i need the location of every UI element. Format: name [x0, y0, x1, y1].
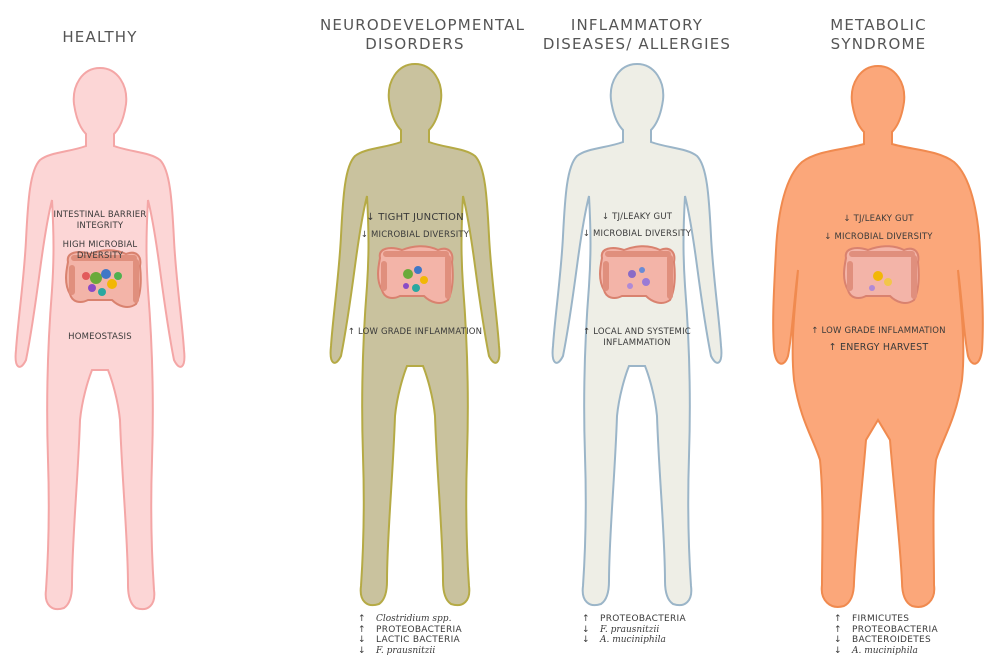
annotation: ↓ TIGHT JUNCTION: [320, 212, 510, 223]
annotation: HIGH MICROBIAL: [0, 240, 200, 251]
bacteria-legend: ↑Clostridium spp. ↑PROTEOBACTERIA ↓LACTI…: [358, 614, 462, 656]
panel-inflammatory: INFLAMMATORY DISEASES/ ALLERGIES ↓ TJ/LE…: [542, 0, 732, 666]
annotation: ↑ LOW GRADE INFLAMMATION: [766, 326, 991, 337]
legend-row: ↓A. muciniphila: [582, 635, 686, 646]
annotation: HOMEOSTASIS: [0, 332, 200, 343]
annotation: INFLAMMATION: [542, 338, 732, 349]
legend-text: A. muciniphila: [600, 635, 666, 645]
legend-text: BACTEROIDETES: [852, 635, 931, 645]
legend-row: ↑FIRMICUTES: [834, 614, 938, 625]
panel-healthy: HEALTHY INTESTINAL BARRIER INTEGRITY HIG…: [0, 0, 200, 666]
legend-text: LACTIC BACTERIA: [376, 635, 460, 645]
bacteria-legend: ↑FIRMICUTES ↑PROTEOBACTERIA ↓BACTEROIDET…: [834, 614, 938, 656]
intestine-icon: [378, 246, 453, 303]
legend-row: ↓F. prausnitzii: [358, 646, 462, 657]
legend-row: ↑PROTEOBACTERIA: [834, 625, 938, 636]
annotation: ↓ MICROBIAL DIVERSITY: [320, 230, 510, 241]
annotation: ↓ MICROBIAL DIVERSITY: [542, 229, 732, 240]
legend-row: ↑PROTEOBACTERIA: [582, 614, 686, 625]
legend-row: ↓A. muciniphila: [834, 646, 938, 657]
legend-text: PROTEOBACTERIA: [600, 614, 686, 624]
legend-row: ↓F. prausnitzii: [582, 625, 686, 636]
legend-text: FIRMICUTES: [852, 614, 909, 624]
panel-neurodevelopmental: NEURODEVELOPMENTAL DISORDERS ↓ TIGHT JUN…: [320, 0, 510, 666]
annotation: ↓ TJ/LEAKY GUT: [766, 214, 991, 225]
annotation: ↓ TJ/LEAKY GUT: [542, 212, 732, 223]
annotation: DIVERSITY: [0, 251, 200, 262]
intestine-icon: [600, 246, 675, 303]
annotation: INTEGRITY: [0, 221, 200, 232]
annotation: INTESTINAL BARRIER: [0, 210, 200, 221]
legend-row: ↓LACTIC BACTERIA: [358, 635, 462, 646]
annotation: ↑ ENERGY HARVEST: [766, 342, 991, 353]
legend-text: PROTEOBACTERIA: [852, 625, 938, 635]
legend-text: A. muciniphila: [852, 646, 918, 656]
legend-row: ↑PROTEOBACTERIA: [358, 625, 462, 636]
legend-row: ↓BACTEROIDETES: [834, 635, 938, 646]
legend-text: F. prausnitzii: [376, 646, 435, 656]
annotation: ↓ MICROBIAL DIVERSITY: [766, 232, 991, 243]
legend-text: F. prausnitzii: [600, 625, 659, 635]
bacteria-legend: ↑PROTEOBACTERIA ↓F. prausnitzii ↓A. muci…: [582, 614, 686, 646]
legend-text: Clostridium spp.: [376, 614, 451, 624]
legend-text: PROTEOBACTERIA: [376, 625, 462, 635]
annotation: ↑ LOCAL and SYSTEMIC: [542, 327, 732, 338]
annotation: ↑ LOW GRADE INFLAMMATION: [320, 327, 510, 338]
intestine-icon: [844, 246, 919, 303]
legend-row: ↑Clostridium spp.: [358, 614, 462, 625]
panel-metabolic: METABOLIC SYNDROME ↓ TJ/LEAKY GUT ↓ MICR…: [766, 0, 991, 666]
